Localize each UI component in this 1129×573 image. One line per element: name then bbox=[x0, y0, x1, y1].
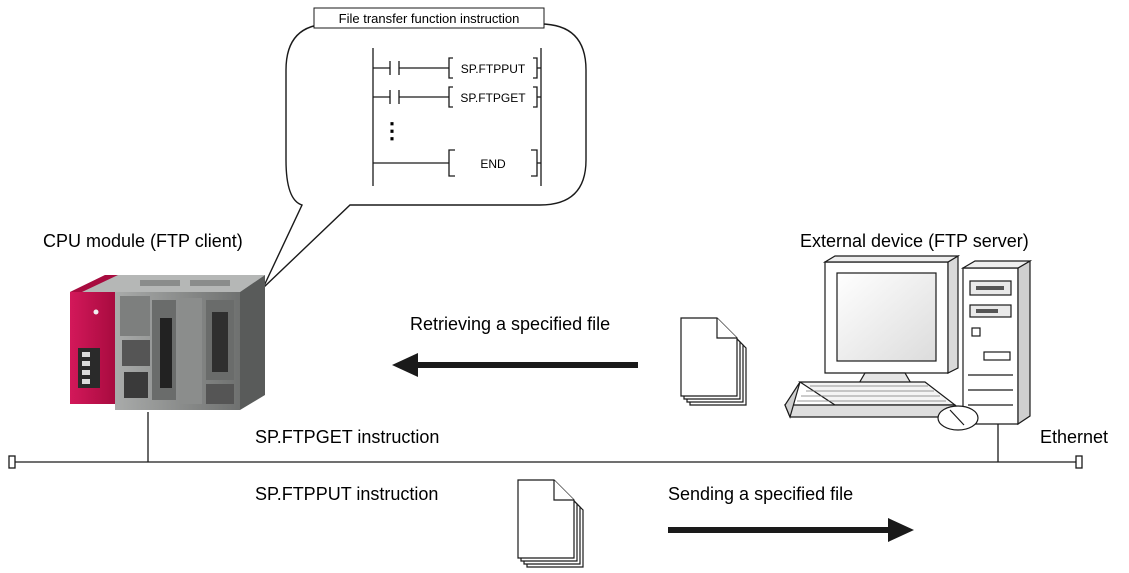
external-device-illustration bbox=[784, 254, 1033, 431]
ftpget-instruction-label: SP.FTPGET instruction bbox=[255, 427, 439, 447]
pc-tower-icon bbox=[960, 259, 1033, 426]
rung-end bbox=[373, 149, 541, 177]
bubble-outline bbox=[262, 23, 587, 289]
keyboard-icon bbox=[784, 381, 959, 419]
bubble-title-box bbox=[313, 7, 545, 29]
send-arrow bbox=[668, 518, 914, 542]
left-terminator bbox=[8, 455, 16, 469]
ethernet-label: Ethernet bbox=[1040, 427, 1108, 447]
ladder-diagram bbox=[372, 48, 542, 186]
ladder-end-label: END bbox=[480, 157, 506, 171]
ladder-instruction-ftpget: SP.FTPGET bbox=[460, 91, 526, 105]
right-terminator bbox=[1075, 455, 1083, 469]
rung-ftpget bbox=[373, 86, 541, 108]
retrieved-file-icon bbox=[680, 317, 747, 406]
retrieve-file-label: Retrieving a specified file bbox=[410, 314, 610, 334]
external-device-label: External device (FTP server) bbox=[800, 231, 1029, 251]
cpu-module-label: CPU module (FTP client) bbox=[43, 231, 243, 251]
retrieve-arrow bbox=[392, 353, 638, 377]
ladder-ellipsis: ⋮ bbox=[381, 118, 403, 143]
sent-file-icon bbox=[517, 479, 584, 568]
bubble-title: File transfer function instruction bbox=[339, 11, 520, 26]
monitor-icon bbox=[822, 254, 961, 386]
instruction-bubble: File transfer function instruction bbox=[262, 7, 587, 289]
ladder-instruction-ftpput: SP.FTPPUT bbox=[461, 62, 526, 76]
mouse-icon bbox=[937, 405, 979, 431]
rung-ftpput bbox=[373, 57, 541, 79]
ftpput-instruction-label: SP.FTPPUT instruction bbox=[255, 484, 438, 504]
cpu-module-illustration bbox=[70, 275, 265, 410]
send-file-label: Sending a specified file bbox=[668, 484, 853, 504]
